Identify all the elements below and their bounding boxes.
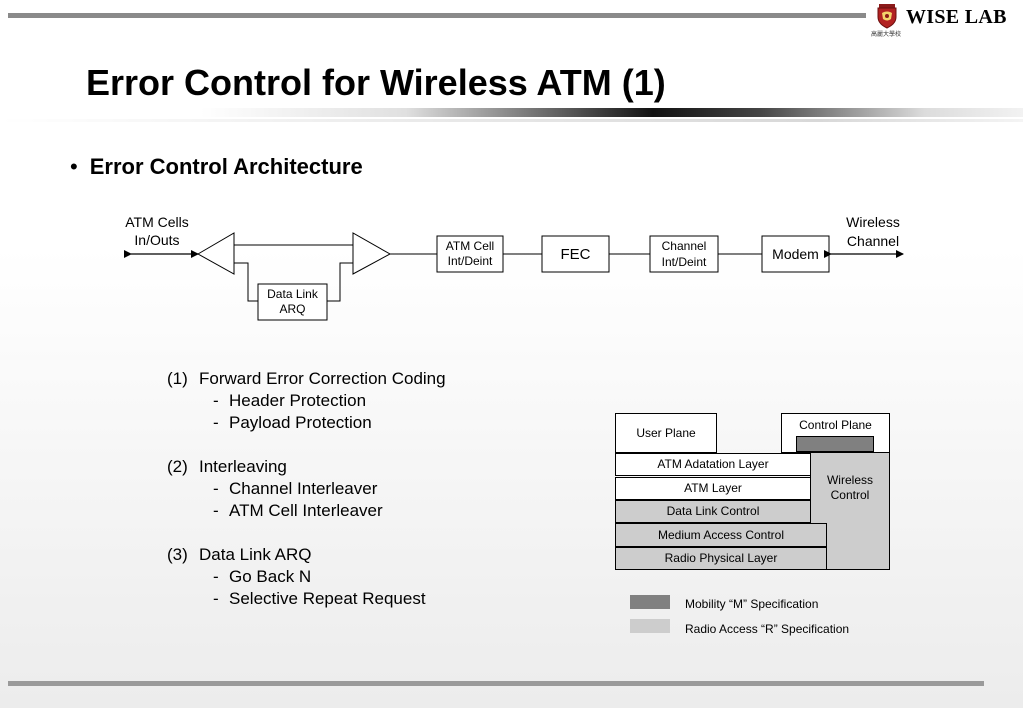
- arq-loop-left: [234, 262, 258, 302]
- mobility-control-block: [796, 436, 874, 452]
- control-plane-label: Control Plane: [799, 418, 872, 432]
- mobility-legend-swatch: [630, 595, 670, 609]
- bullet-heading: • Error Control Architecture: [70, 154, 363, 180]
- data-link-arq-label-line1: Data Link: [267, 287, 319, 301]
- user-plane-box: User Plane: [615, 413, 717, 453]
- list-item-data-link-arq: (3)Data Link ARQ: [167, 545, 312, 564]
- radio-physical-layer-box: Radio Physical Layer: [615, 547, 827, 570]
- data-link-arq-box: [257, 283, 328, 321]
- mobility-legend-label: Mobility “M” Specification: [685, 597, 819, 611]
- channel-interleaver-box: [649, 235, 719, 273]
- title-underline: [200, 108, 1023, 117]
- bottom-rule: [8, 681, 984, 686]
- data-link-control-box: Data Link Control: [615, 500, 811, 523]
- logo-subtext: 高麗大學校: [871, 32, 902, 38]
- data-link-arq-label-line2: ARQ: [279, 302, 305, 316]
- top-rule: [8, 13, 866, 18]
- atm-cells-label-line1: ATM Cells: [125, 214, 189, 230]
- list-subitem: -Header Protection: [213, 391, 367, 410]
- atm-adaptation-layer-box: ATM Adatation Layer: [615, 453, 811, 476]
- university-crest-icon: [877, 4, 897, 29]
- wise-lab-logo: WISE LAB 高麗大學校: [871, 3, 1016, 41]
- logo-text: WISE LAB: [906, 6, 1007, 28]
- list-subitem: -ATM Cell Interleaver: [213, 501, 383, 520]
- list-subitem: -Selective Repeat Request: [213, 589, 426, 608]
- title-underline-shadow: [0, 119, 1023, 122]
- medium-access-control-box: Medium Access Control: [615, 523, 827, 547]
- list-subitem: -Go Back N: [213, 567, 312, 586]
- atm-layer-box: ATM Layer: [615, 477, 811, 500]
- channel-interleaver-label-line1: Channel: [662, 239, 707, 253]
- bullet-text: Error Control Architecture: [89, 154, 363, 179]
- wireless-channel-label-line1: Wireless: [846, 214, 900, 230]
- fec-label: FEC: [561, 246, 591, 263]
- list-subitem: -Payload Protection: [213, 413, 372, 432]
- list-item-fec: (1)Forward Error Correction Coding: [167, 369, 446, 388]
- modem-box: [761, 235, 830, 273]
- error-control-architecture-diagram: ATM Cells In/Outs Wireless Channel Data …: [124, 214, 904, 321]
- slide-title: Error Control for Wireless ATM (1): [86, 62, 666, 103]
- list-subitem: -Channel Interleaver: [213, 479, 378, 498]
- list-item-interleaving: (2)Interleaving: [167, 457, 287, 476]
- atm-cell-interleaver-box: [436, 235, 504, 273]
- wireless-channel-label-line2: Channel: [847, 233, 899, 249]
- atm-cell-interleaver-label-line2: Int/Deint: [448, 254, 493, 268]
- radio-access-legend-swatch: [630, 619, 670, 633]
- radio-access-legend-label: Radio Access “R” Specification: [685, 622, 850, 636]
- right-buffer-triangle: [352, 232, 392, 275]
- channel-interleaver-label-line2: Int/Deint: [662, 255, 707, 269]
- atm-cells-label-line2: In/Outs: [134, 232, 179, 248]
- fec-box: [541, 235, 610, 273]
- modem-label: Modem: [772, 246, 819, 262]
- arq-loop-right: [327, 262, 353, 302]
- techniques-list: (1)Forward Error Correction Coding -Head…: [167, 368, 446, 610]
- bullet-dot-icon: •: [70, 154, 78, 179]
- left-buffer-triangle: [196, 232, 235, 275]
- atm-cell-interleaver-label-line1: ATM Cell: [446, 239, 494, 253]
